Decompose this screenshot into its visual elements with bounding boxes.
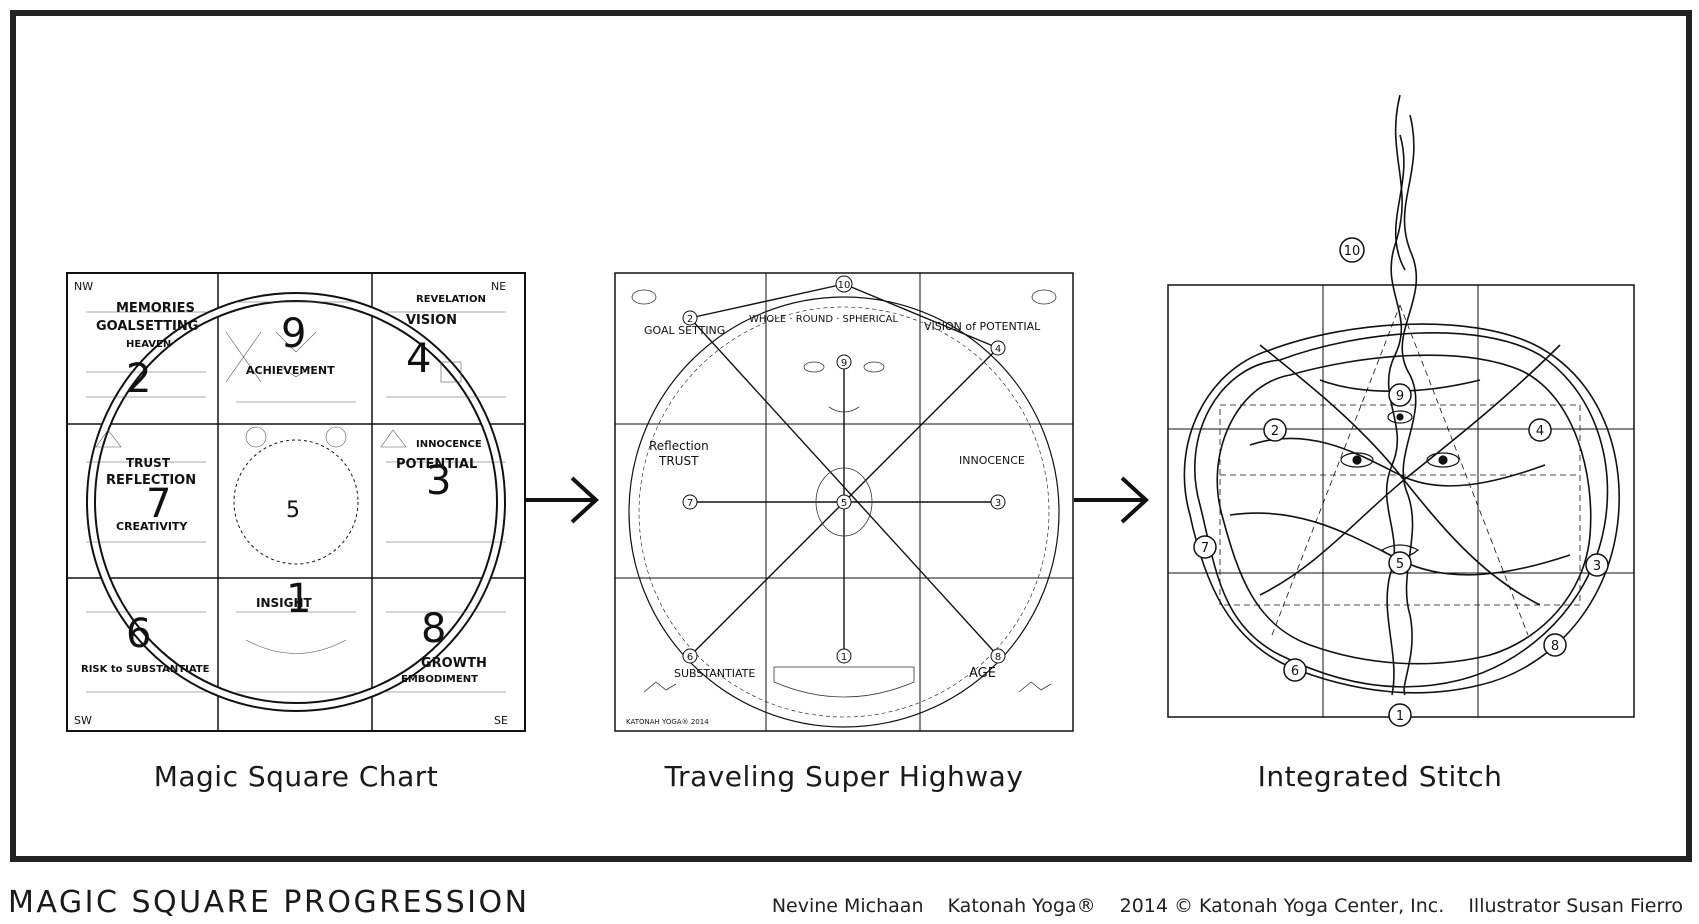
number-2: 2	[126, 356, 151, 402]
stitch-node-5: 5	[1396, 557, 1404, 572]
node-5: 5	[841, 498, 847, 509]
arrow-right-icon	[1074, 476, 1149, 524]
node-7: 7	[687, 498, 693, 509]
node-6: 6	[687, 652, 693, 663]
label-reflection: REFLECTION	[106, 473, 196, 488]
label-spherical: WHOLE · ROUND · SPHERICAL	[749, 314, 898, 325]
number-3: 3	[426, 458, 451, 504]
node-8: 8	[995, 652, 1001, 663]
caption-magic-square-chart: Magic Square Chart	[153, 760, 439, 793]
node-2: 2	[687, 314, 693, 325]
label-heaven: HEAVEN	[126, 339, 171, 350]
stitch-node-1: 1	[1396, 709, 1404, 724]
node-10: 10	[838, 280, 851, 291]
label-vision-potential: VISION of POTENTIAL	[924, 320, 1041, 333]
label-age: AGE	[969, 666, 996, 681]
integrated-stitch: 10 9 2 4 7 5 3 6 1 8	[1167, 95, 1635, 727]
label-embodiment: EMBODIMENT	[401, 674, 478, 685]
label-trust: TRUST	[126, 456, 171, 470]
label-revelation: REVELATION	[416, 294, 486, 305]
node-9: 9	[841, 358, 847, 369]
node-4: 4	[995, 344, 1001, 355]
label-goal-setting: GOAL SETTING	[644, 324, 725, 337]
number-5: 5	[286, 498, 300, 523]
stitch-node-3: 3	[1593, 559, 1601, 574]
stitch-node-7: 7	[1201, 541, 1209, 556]
number-1: 1	[286, 576, 311, 622]
label-growth: GROWTH	[421, 656, 487, 671]
stitch-node-4: 4	[1536, 424, 1544, 439]
label-innocence: INNOCENCE	[416, 439, 482, 450]
label-innocence-2: INNOCENCE	[959, 454, 1025, 467]
caption-traveling-super-highway: Traveling Super Highway	[664, 760, 1024, 793]
stitch-node-10: 10	[1344, 244, 1361, 259]
author-name: Nevine Michaan	[771, 895, 924, 917]
illustrator-credit: Illustrator Susan Fierro	[1468, 895, 1683, 917]
node-1: 1	[841, 652, 847, 663]
label-substantiate: SUBSTANTIATE	[674, 667, 755, 680]
traveling-super-highway: GOAL SETTING VISION of POTENTIAL WHOLE ·…	[614, 272, 1074, 732]
number-9: 9	[281, 311, 306, 357]
label-ne: NE	[491, 280, 506, 293]
magic-square-chart: NW NE SW SE MEMORIES GOALSETTING HEAVEN …	[66, 272, 526, 732]
label-creativity: CREATIVITY	[116, 520, 188, 533]
label-vision: VISION	[406, 313, 457, 328]
stitch-node-8: 8	[1551, 639, 1559, 654]
footer-credits: Nevine Michaan Katonah Yoga® 2014 © Kato…	[754, 895, 1683, 917]
stitch-node-9: 9	[1396, 389, 1404, 404]
stitch-node-2: 2	[1271, 424, 1279, 439]
page-title: MAGIC SQUARE PROGRESSION	[8, 885, 530, 920]
label-goalsetting: GOALSETTING	[96, 319, 198, 334]
label-katonah-footer: KATONAH YOGA® 2014	[626, 718, 709, 726]
label-reflection-2: Reflection	[649, 439, 709, 453]
number-8: 8	[421, 606, 446, 652]
label-risk: RISK to SUBSTANTIATE	[81, 664, 210, 675]
stitch-node-6: 6	[1291, 664, 1299, 679]
number-6: 6	[126, 611, 151, 657]
label-trust-2: TRUST	[658, 454, 699, 468]
label-insight: INSIGHT	[256, 596, 313, 610]
label-sw: SW	[74, 714, 92, 727]
node-3: 3	[995, 498, 1001, 509]
brand-name: Katonah Yoga®	[947, 895, 1096, 917]
caption-integrated-stitch: Integrated Stitch	[1257, 760, 1503, 793]
label-potential: POTENTIAL	[396, 457, 477, 472]
number-7: 7	[146, 481, 171, 527]
label-nw: NW	[74, 280, 93, 293]
arrow-right-icon	[524, 476, 599, 524]
number-4: 4	[406, 336, 431, 382]
label-memories: MEMORIES	[116, 301, 195, 316]
copyright-text: 2014 © Katonah Yoga Center, Inc.	[1119, 895, 1445, 917]
label-achievement: ACHIEVEMENT	[246, 364, 335, 377]
label-se: SE	[494, 714, 508, 727]
